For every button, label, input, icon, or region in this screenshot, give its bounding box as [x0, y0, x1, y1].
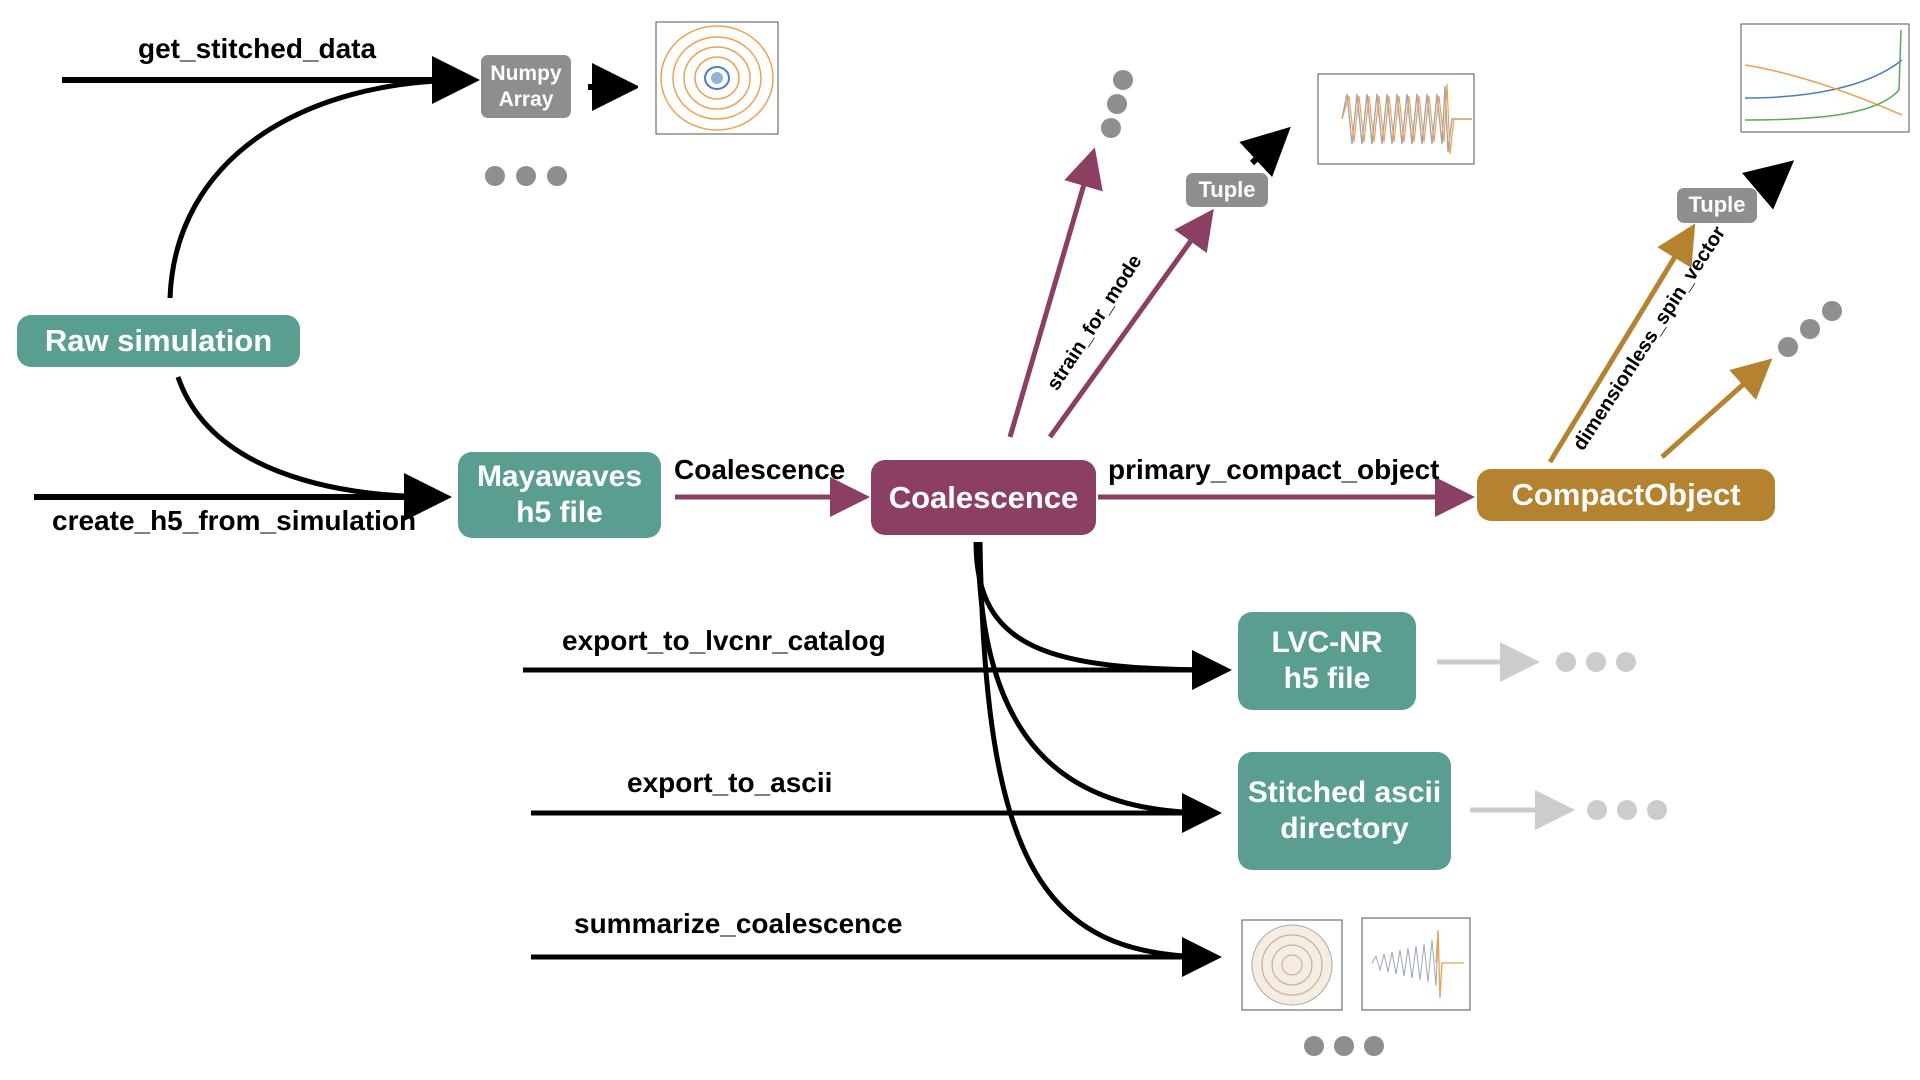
coalescence-to-summary-curve [977, 541, 1213, 960]
coalescence-to-dots-arrow [1007, 147, 1103, 438]
orbit-plot-thumbnail [638, 18, 782, 146]
ellipsis-dots-icon [1364, 1036, 1384, 1056]
ellipsis-dots-icon [1617, 800, 1637, 820]
node-tuple-spin[interactable]: Tuple [1677, 188, 1757, 223]
compactobject-to-dots-arrow [1660, 358, 1773, 459]
ellipsis-dots-icon [1334, 1036, 1354, 1056]
ellipsis-dots-icon [1556, 652, 1576, 672]
label-export-ascii: export_to_ascii [627, 767, 833, 798]
raw-to-mayawaves-curve [175, 376, 441, 500]
node-compact-object[interactable]: CompactObject [1477, 469, 1775, 521]
node-numpy-array[interactable]: Numpy Array [481, 55, 571, 118]
ellipsis-dots-icon [1304, 1036, 1324, 1056]
ellipsis-dots-icon [1101, 118, 1121, 138]
tuple-to-strain-plot-arrow [1239, 126, 1291, 178]
ellipsis-dots-icon [1113, 70, 1133, 90]
node-lvcnr-h5[interactable]: LVC-NR h5 file [1238, 612, 1416, 710]
raw-to-numpy-curve [167, 77, 469, 299]
coalescence-to-ascii-curve [975, 541, 1213, 816]
ellipsis-dots-icon [547, 166, 567, 186]
node-coalescence[interactable]: Coalescence [871, 460, 1096, 535]
ellipsis-dots-icon [1647, 800, 1667, 820]
label-export-lvcnr: export_to_lvcnr_catalog [562, 625, 886, 656]
ellipsis-dots-icon [1778, 337, 1798, 357]
ellipsis-dots-icon [1586, 652, 1606, 672]
strain-for-mode-arrow [1047, 208, 1214, 439]
spin-plot-thumbnail [1717, 20, 1912, 145]
node-raw-simulation[interactable]: Raw simulation [17, 315, 300, 367]
summary-orbit-thumbnail [1234, 918, 1346, 1018]
ellipsis-dots-icon [1587, 800, 1607, 820]
label-primary-compact-object: primary_compact_object [1108, 454, 1440, 485]
label-summarize: summarize_coalescence [574, 908, 903, 939]
label-coalescence-edge: Coalescence [674, 454, 846, 485]
node-tuple-strain[interactable]: Tuple [1186, 173, 1268, 207]
coalescence-to-lvcnr-curve [973, 541, 1223, 673]
dimensionless-spin-vector-arrow [1547, 223, 1696, 464]
node-mayawaves-h5[interactable]: Mayawaves h5 file [458, 452, 661, 538]
ellipsis-dots-icon [1822, 301, 1842, 321]
tuple-to-spin-plot-arrow [1742, 160, 1795, 210]
ellipsis-dots-icon [1616, 652, 1636, 672]
ellipsis-dots-icon [1107, 94, 1127, 114]
ellipsis-dots-icon [1800, 319, 1820, 339]
ellipsis-dots-icon [516, 166, 536, 186]
label-get-stitched-data: get_stitched_data [138, 33, 377, 64]
strain-plot-thumbnail [1302, 72, 1478, 177]
node-stitched-ascii[interactable]: Stitched ascii directory [1238, 752, 1451, 870]
ellipsis-dots-icon [485, 166, 505, 186]
label-create-h5: create_h5_from_simulation [52, 505, 417, 536]
summary-strain-thumbnail [1352, 916, 1472, 1018]
